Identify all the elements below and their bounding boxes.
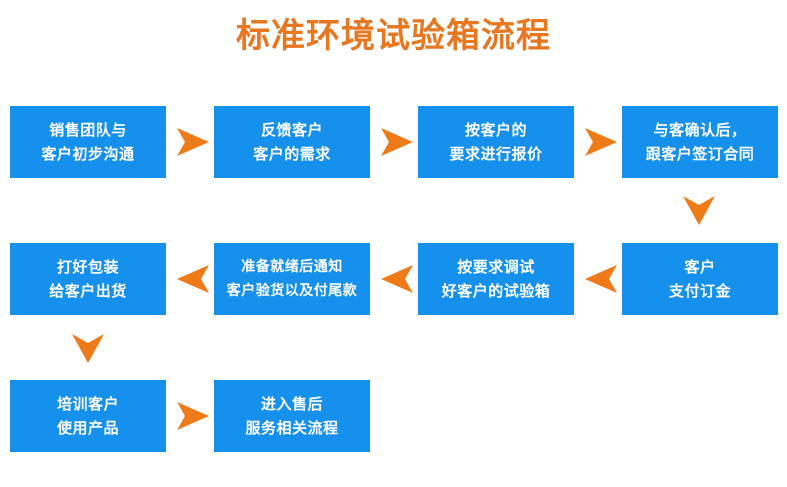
flow-node-customer-training[interactable]: 培训客户 使用产品: [10, 380, 166, 452]
flow-node-customer-deposit[interactable]: 客户 支付订金: [622, 243, 778, 315]
flow-node-line: 进入售后: [260, 395, 323, 413]
flow-node-line: 服务相关流程: [245, 419, 339, 437]
flow-node-sign-contract[interactable]: 与客确认后， 跟客户签订合同: [622, 106, 778, 178]
arrow-right-icon: [173, 399, 213, 433]
flow-node-line: 客户的需求: [253, 145, 331, 163]
arrow-left-icon: [581, 262, 621, 296]
flow-node-line: 要求进行报价: [449, 145, 543, 163]
flow-node-packaging-shipping[interactable]: 打好包装 给客户出货: [10, 243, 166, 315]
arrow-right-icon: [377, 125, 417, 159]
flow-node-line: 给客户出货: [49, 282, 127, 300]
flow-node-line: 按要求调试: [457, 258, 535, 276]
arrow-right-icon: [581, 125, 621, 159]
flow-node-line: 支付订金: [668, 282, 731, 300]
flow-node-line: 客户初步沟通: [41, 145, 135, 163]
flow-node-chamber-commissioning[interactable]: 按要求调试 好客户的试验箱: [418, 243, 574, 315]
arrow-left-icon: [173, 262, 213, 296]
flow-node-inspection-final-payment[interactable]: 准备就绪后通知 客户验货以及付尾款: [214, 243, 370, 315]
flow-node-after-sales-service[interactable]: 进入售后 服务相关流程: [214, 380, 370, 452]
flow-node-line: 客户验货以及付尾款: [226, 283, 358, 299]
flow-node-line: 反馈客户: [260, 121, 323, 139]
flow-node-feedback-requirements[interactable]: 反馈客户 客户的需求: [214, 106, 370, 178]
flow-node-line: 跟客户签订合同: [645, 145, 755, 163]
arrow-right-icon: [173, 125, 213, 159]
flow-node-line: 好客户的试验箱: [441, 282, 551, 300]
arrow-down-icon: [680, 192, 718, 228]
flow-node-line: 与客确认后，: [653, 121, 747, 139]
arrow-left-icon: [377, 262, 417, 296]
flow-node-line: 销售团队与: [49, 121, 127, 139]
flow-node-line: 准备就绪后通知: [241, 259, 343, 275]
arrow-down-icon: [69, 330, 107, 366]
page-title: 标准环境试验箱流程: [236, 16, 551, 56]
flow-node-line: 培训客户: [56, 395, 119, 413]
flow-node-line: 打好包装: [56, 258, 119, 276]
flow-node-line: 使用产品: [56, 419, 119, 437]
flow-node-quotation[interactable]: 按客户的 要求进行报价: [418, 106, 574, 178]
flow-node-line: 客户: [684, 258, 716, 276]
flow-node-line: 按客户的: [464, 121, 527, 139]
flow-node-sales-initial-contact[interactable]: 销售团队与 客户初步沟通: [10, 106, 166, 178]
